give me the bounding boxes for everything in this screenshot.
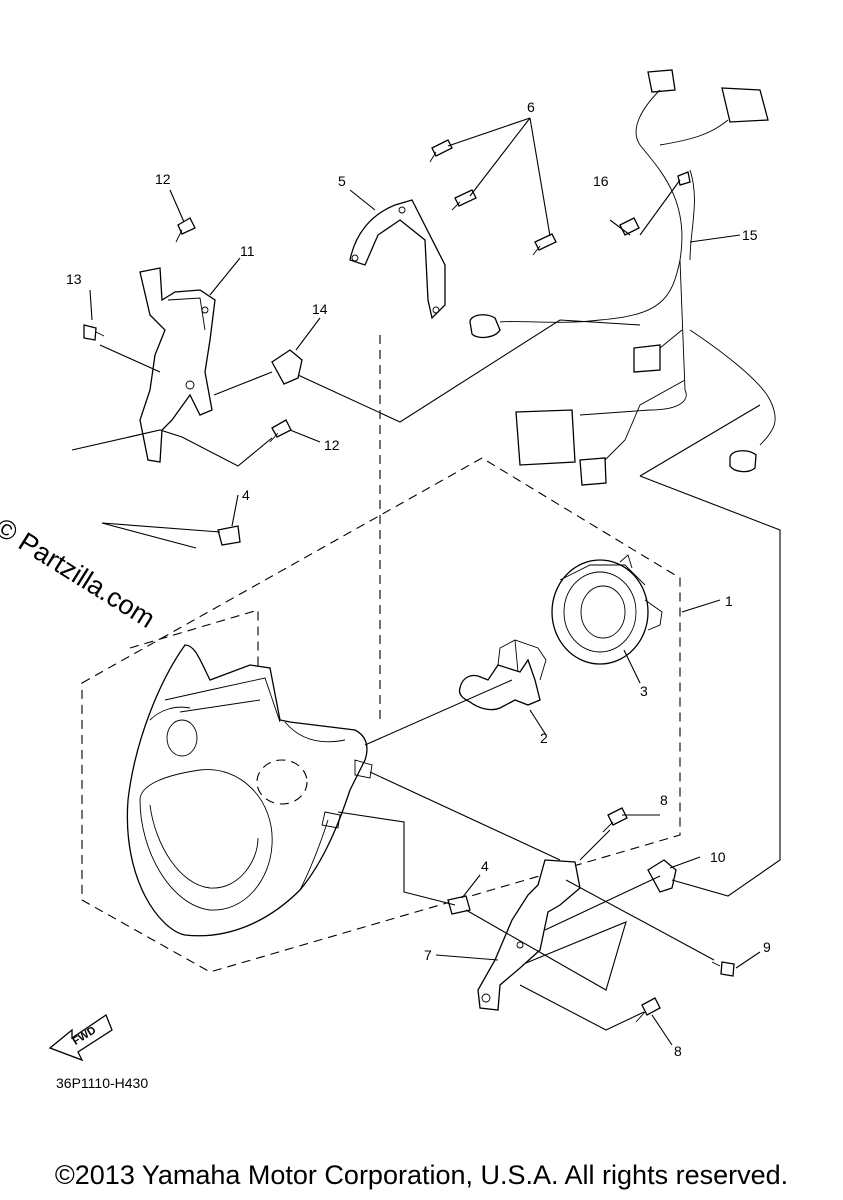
- callout-5: 5: [338, 173, 346, 189]
- callout-9: 9: [763, 939, 771, 955]
- callout-12-bottom: 12: [324, 437, 340, 453]
- screws-6: [429, 139, 557, 256]
- callout-12-top: 12: [155, 171, 171, 187]
- callout-16: 16: [593, 173, 609, 189]
- callout-6: 6: [527, 99, 535, 115]
- fwd-arrow: FWD: [48, 1014, 113, 1062]
- callout-8-top: 8: [660, 792, 668, 808]
- left-bracket: [139, 267, 216, 463]
- screw-12-top: [175, 217, 196, 243]
- callout-4-upper: 4: [242, 487, 250, 503]
- bulb: [458, 639, 547, 711]
- callout-2: 2: [540, 730, 548, 746]
- assembly-boundary: [81, 335, 681, 973]
- copyright-footer: ©2013 Yamaha Motor Corporation, U.S.A. A…: [54, 1160, 789, 1190]
- bolt-13: [83, 324, 105, 341]
- screw-12-bottom: [269, 419, 292, 443]
- screw-8-top: [602, 807, 628, 833]
- callout-3: 3: [640, 683, 648, 699]
- callout-13: 13: [66, 271, 82, 287]
- upper-bracket: [349, 199, 446, 320]
- leader-lines: [71, 117, 781, 1046]
- screw-16: [619, 217, 640, 236]
- callout-8-bottom: 8: [674, 1043, 682, 1059]
- callout-15: 15: [742, 227, 758, 243]
- nut-4-upper: [217, 525, 241, 546]
- lower-bracket: [477, 859, 581, 1011]
- callout-4-lower: 4: [481, 858, 489, 874]
- callout-7: 7: [424, 947, 432, 963]
- headlight-housing: [126, 644, 373, 937]
- clip-14: [271, 349, 303, 385]
- callout-11: 11: [240, 243, 255, 259]
- callout-1: 1: [725, 593, 733, 609]
- callout-10: 10: [710, 849, 726, 865]
- clip-10: [647, 859, 677, 893]
- bolt-9: [711, 961, 735, 977]
- nut-4-lower: [447, 895, 471, 915]
- figure-code: 36P1110-H430: [56, 1075, 149, 1091]
- wiring-harness: [469, 69, 776, 486]
- callout-labels: 1 2 3 4 4 5 6 7 8 8 9 10 11 12 12 13 14 …: [66, 99, 771, 1059]
- bulb-cover: [551, 554, 663, 665]
- callout-14: 14: [312, 301, 328, 317]
- screw-8-bottom: [635, 997, 661, 1023]
